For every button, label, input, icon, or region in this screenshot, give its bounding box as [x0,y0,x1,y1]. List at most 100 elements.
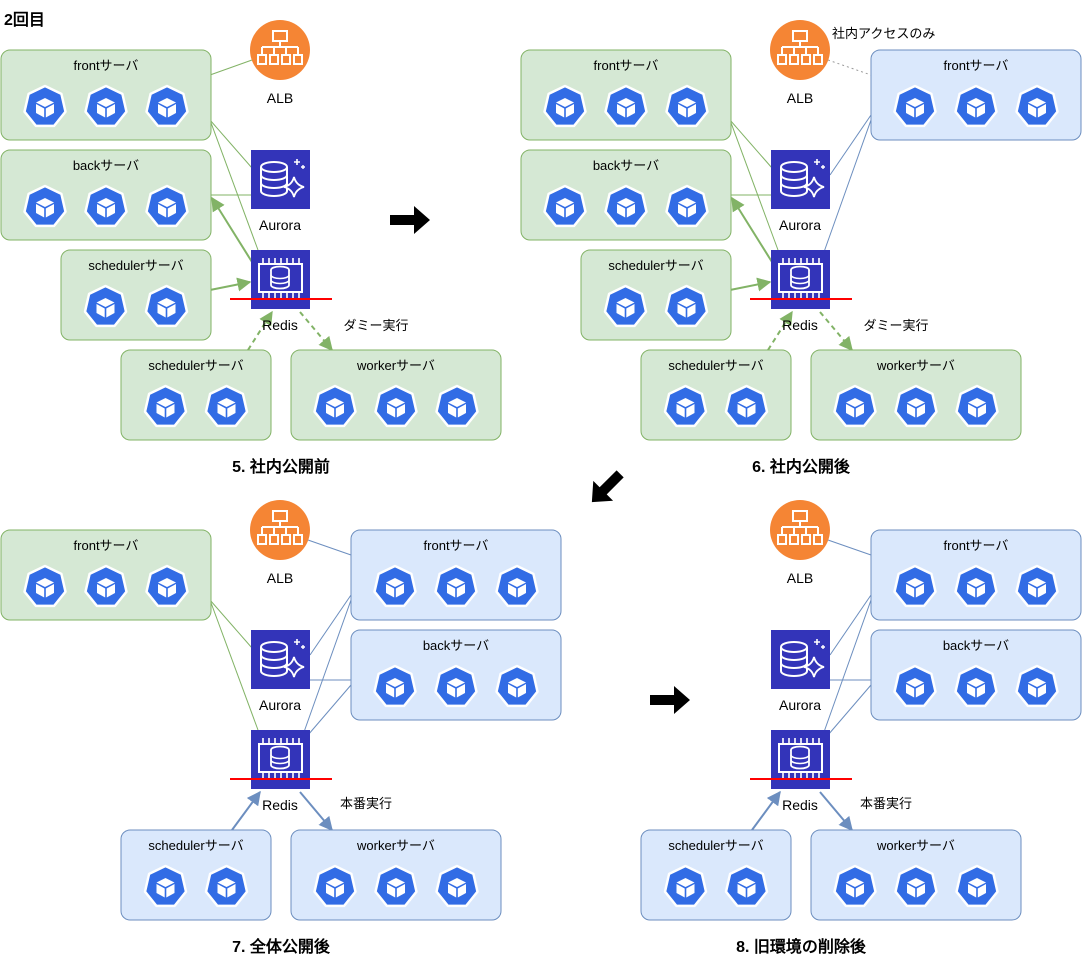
load-balancer-icon [250,20,310,80]
kubernetes-node-icon [955,384,999,428]
scheduler-server-box-label: schedulerサーバ [88,258,183,273]
arrow-right-icon [591,470,624,503]
connector-line [767,310,793,351]
connector-line [819,791,853,832]
kubernetes-node-icon [954,84,998,128]
kubernetes-node-icon [313,384,357,428]
step-title: 7. 全体公開後 [232,937,331,956]
back-server-box-label: backサーバ [73,158,139,173]
kubernetes-node-icon [84,184,128,228]
connector-line [299,791,333,832]
kubernetes-node-icon [543,184,587,228]
connector-line [299,311,333,352]
production-run-label: 本番実行 [860,796,912,811]
aurora-database-icon [771,150,830,209]
kubernetes-node-icon [1015,564,1059,608]
kubernetes-node-icon [954,664,998,708]
front-server-box-label: frontサーバ [74,58,139,73]
connector-line [829,594,872,656]
step-title: 5. 社内公開前 [232,457,330,476]
scheduler-server-box-new-label: schedulerサーバ [148,838,243,853]
kubernetes-node-icon [1015,664,1059,708]
step-title: 8. 旧環境の削除後 [736,937,867,956]
production-run-label: 本番実行 [340,796,392,811]
kubernetes-node-icon [833,864,877,908]
kubernetes-node-icon [893,564,937,608]
scheduler-server-box-new-label: schedulerサーバ [668,358,763,373]
aurora-label: Aurora [779,217,821,233]
kubernetes-node-icon [434,564,478,608]
redis-label: Redis [262,797,298,813]
connector-line [823,599,872,733]
kubernetes-node-icon [145,564,189,608]
kubernetes-node-icon [724,384,769,428]
kubernetes-node-icon [83,284,128,328]
kubernetes-node-icon [313,864,357,908]
back-server-box-new-label: backサーバ [423,638,489,653]
arrow-right-icon [390,206,430,234]
kubernetes-node-icon [143,864,188,908]
kubernetes-node-icon [204,864,249,908]
connector-line [247,310,273,351]
kubernetes-node-icon [665,184,709,228]
connector-line [731,196,773,263]
kubernetes-node-icon [23,84,67,128]
elasticache-redis-icon [771,730,830,789]
page-heading: 2回目 [4,12,45,29]
kubernetes-node-icon [23,564,67,608]
alb-label: ALB [787,570,813,586]
aurora-database-icon [771,630,830,689]
step-title: 6. 社内公開後 [752,457,851,476]
front-server-box-new-label: frontサーバ [944,538,1009,553]
aurora-database-icon [251,630,310,689]
kubernetes-node-icon [954,564,998,608]
kubernetes-node-icon [84,564,128,608]
kubernetes-node-icon [204,384,249,428]
connector-line [307,539,352,556]
connector-line [729,119,779,251]
connector-line [209,59,253,76]
kubernetes-node-icon [435,384,479,428]
dummy-run-label: ダミー実行 [863,318,928,333]
kubernetes-node-icon [145,184,189,228]
kubernetes-node-icon [663,864,708,908]
kubernetes-node-icon [543,84,587,128]
kubernetes-node-icon [373,564,417,608]
arrow-right-icon [650,686,690,714]
aurora-database-icon [251,150,310,209]
connector-line [303,599,352,733]
connector-line [819,311,853,352]
alb-label: ALB [787,90,813,106]
worker-server-box-new-label: workerサーバ [876,838,955,853]
kubernetes-node-icon [604,184,648,228]
back-server-box-label: backサーバ [593,158,659,173]
connector-line [309,594,352,656]
connector-line [827,684,872,736]
scheduler-server-box-new-label: schedulerサーバ [668,838,763,853]
redis-label: Redis [782,317,818,333]
redis-label: Redis [262,317,298,333]
kubernetes-node-icon [373,664,417,708]
aurora-label: Aurora [259,217,301,233]
worker-server-box-new-label: workerサーバ [356,838,435,853]
kubernetes-node-icon [833,384,877,428]
elasticache-redis-icon [251,730,310,789]
connector-line [209,599,259,731]
dummy-run-label: ダミー実行 [343,318,408,333]
front-server-box-new-label: frontサーバ [424,538,489,553]
connector-line [231,790,261,831]
kubernetes-node-icon [664,284,709,328]
kubernetes-node-icon [143,384,188,428]
kubernetes-node-icon [663,384,708,428]
connector-line [829,114,872,176]
kubernetes-node-icon [374,864,418,908]
kubernetes-node-icon [144,284,189,328]
kubernetes-node-icon [495,664,539,708]
scheduler-server-box-label: schedulerサーバ [608,258,703,273]
connector-line [211,196,253,263]
load-balancer-icon [770,20,830,80]
connector-line [751,790,781,831]
kubernetes-node-icon [724,864,769,908]
alb-label: ALB [267,570,293,586]
